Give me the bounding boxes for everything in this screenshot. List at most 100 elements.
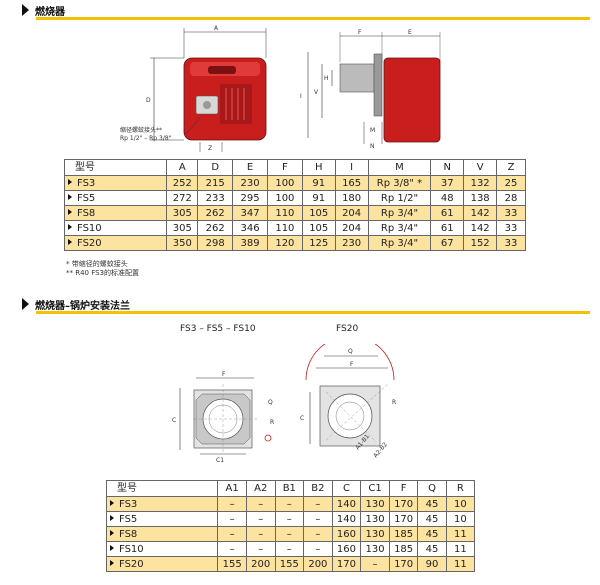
cell: 305 — [166, 220, 199, 236]
footnote-2: ** R40 FS3的标准配置 — [66, 269, 140, 277]
cell: – — [217, 511, 247, 527]
cell: 61 — [430, 205, 465, 221]
dim-label-q-large: Q — [348, 348, 353, 355]
table-row: FS8 305 262 347 110 105 204 Rp 3/4" 61 1… — [63, 205, 526, 221]
cell: 170 — [388, 496, 419, 512]
cell: – — [245, 511, 276, 527]
dim-label-n: N — [370, 143, 375, 150]
row-arrow-icon — [110, 529, 114, 536]
flange-label-small: FS3 – FS5 – FS10 — [180, 324, 256, 334]
model-cell: FS8 — [63, 205, 168, 221]
cell: 142 — [463, 205, 498, 221]
dim-label-m: M — [370, 127, 375, 134]
cell: – — [245, 496, 276, 512]
cell: – — [245, 526, 276, 542]
cell: 138 — [463, 190, 498, 206]
cell: – — [303, 526, 333, 542]
cell: 305 — [166, 205, 199, 221]
cell: 230 — [334, 235, 369, 251]
cell: 10 — [445, 496, 476, 512]
col-header-b2: B2 — [303, 480, 333, 497]
cell: 110 — [266, 220, 303, 236]
row-arrow-icon — [110, 499, 114, 506]
table-row: FS20 155 200 155 200 170 – 170 90 11 — [105, 556, 476, 572]
cell: 130 — [360, 541, 390, 557]
row-arrow-icon — [68, 208, 72, 215]
row-arrow-icon — [68, 193, 72, 200]
cell: – — [360, 556, 390, 572]
burner-side-body — [383, 57, 441, 143]
col-header-c1: C1 — [360, 480, 390, 497]
cell: Rp 3/8" * — [367, 175, 432, 191]
section-header-flange: 燃烧器–锅炉安装法兰 — [22, 297, 130, 312]
cell: 204 — [334, 205, 369, 221]
cell: 105 — [301, 205, 336, 221]
model-label: FS8 — [119, 528, 138, 540]
cell: 155 — [274, 556, 305, 572]
cell: 130 — [360, 526, 390, 542]
col-header-v: V — [463, 159, 498, 176]
section-header-burner: 燃烧器 — [22, 3, 65, 18]
cell: 200 — [245, 556, 276, 572]
cell: 350 — [166, 235, 199, 251]
cell: 170 — [388, 511, 419, 527]
cell: – — [217, 541, 247, 557]
cell: 233 — [197, 190, 234, 206]
cell: 33 — [496, 220, 526, 236]
cell: 200 — [303, 556, 333, 572]
table-row: FS5 – – – – 140 130 170 45 10 — [105, 511, 476, 527]
col-header-m: M — [367, 159, 432, 176]
model-label: FS3 — [119, 498, 138, 510]
dim-label-c: C — [172, 417, 176, 424]
model-label: FS5 — [77, 192, 96, 204]
cell: 130 — [360, 496, 390, 512]
cell: 25 — [496, 175, 526, 191]
col-header-b1: B1 — [274, 480, 305, 497]
cell: 61 — [430, 220, 465, 236]
model-cell: FS20 — [63, 235, 168, 251]
cell: 185 — [388, 541, 419, 557]
table-header-row: 型号 A D E F H I M N V Z — [63, 159, 526, 176]
model-cell: FS3 — [105, 496, 219, 512]
model-cell: FS3 — [63, 175, 168, 191]
dim-label-c-large: C — [300, 415, 304, 422]
model-cell: FS5 — [105, 511, 219, 527]
row-arrow-icon — [68, 178, 72, 185]
cell: 204 — [334, 220, 369, 236]
cell: Rp 3/4" — [367, 220, 432, 236]
burner-front-drawing: A D Z — [146, 25, 267, 152]
model-label: FS20 — [77, 237, 102, 249]
cell: 45 — [417, 526, 447, 542]
dim-label-q: Q — [268, 399, 273, 406]
table-header-row: 型号 A1 A2 B1 B2 C C1 F Q R — [105, 480, 476, 497]
cell: 130 — [360, 511, 390, 527]
cell: – — [274, 526, 305, 542]
model-label: FS20 — [119, 558, 144, 570]
section-divider — [36, 17, 590, 20]
cell: – — [303, 511, 333, 527]
fitting-callout: 缩径螺蚊接头** Rp 1/2" – Rp 3/8" — [120, 127, 171, 143]
cell: 215 — [197, 175, 234, 191]
col-header-a2: A2 — [245, 480, 276, 497]
cell: 132 — [463, 175, 498, 191]
dim-label-d: D — [146, 97, 151, 104]
cell: 91 — [301, 190, 336, 206]
col-header-f: F — [266, 159, 303, 176]
fitting-callout-sub: Rp 1/2" – Rp 3/8" — [120, 135, 172, 142]
cell: 33 — [496, 235, 526, 251]
cell: 347 — [232, 205, 268, 221]
section-title: 燃烧器 — [35, 6, 65, 18]
model-cell: FS10 — [63, 220, 168, 236]
col-header-model: 型号 — [63, 159, 168, 176]
model-label: FS10 — [119, 543, 144, 555]
cell: – — [274, 541, 305, 557]
cell: 45 — [417, 496, 447, 512]
model-cell: FS8 — [105, 526, 219, 542]
cell: 346 — [232, 220, 268, 236]
cell: 37 — [430, 175, 465, 191]
col-header-h: H — [301, 159, 336, 176]
col-header-e: E — [232, 159, 268, 176]
table-row: FS10 – – – – 160 130 185 45 11 — [105, 541, 476, 557]
col-header-z: Z — [496, 159, 526, 176]
cell: 33 — [496, 205, 526, 221]
